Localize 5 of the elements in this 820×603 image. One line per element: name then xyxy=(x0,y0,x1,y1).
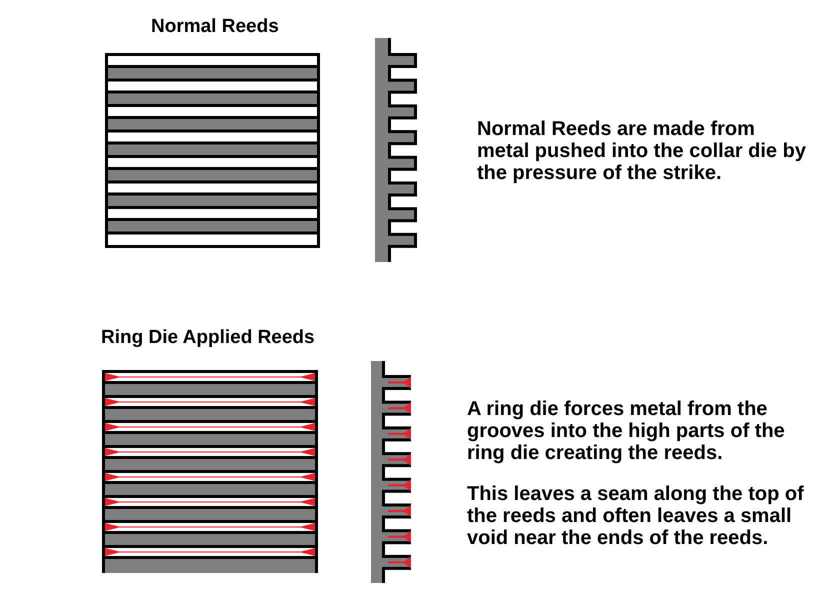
description-text: Normal Reeds are made from metal pushed into the collar die by the pressure of the strike. xyxy=(477,118,807,184)
section-heading: Ring Die Applied Reeds xyxy=(101,327,315,348)
section-heading: Normal Reeds xyxy=(151,16,279,37)
description-text: A ring die forces metal from the grooves into the high parts of the ring die creating the reeds. xyxy=(467,398,786,464)
description-text: This leaves a seam along the top of the reeds and often leaves a small void near the ends of the reeds. xyxy=(467,483,805,549)
